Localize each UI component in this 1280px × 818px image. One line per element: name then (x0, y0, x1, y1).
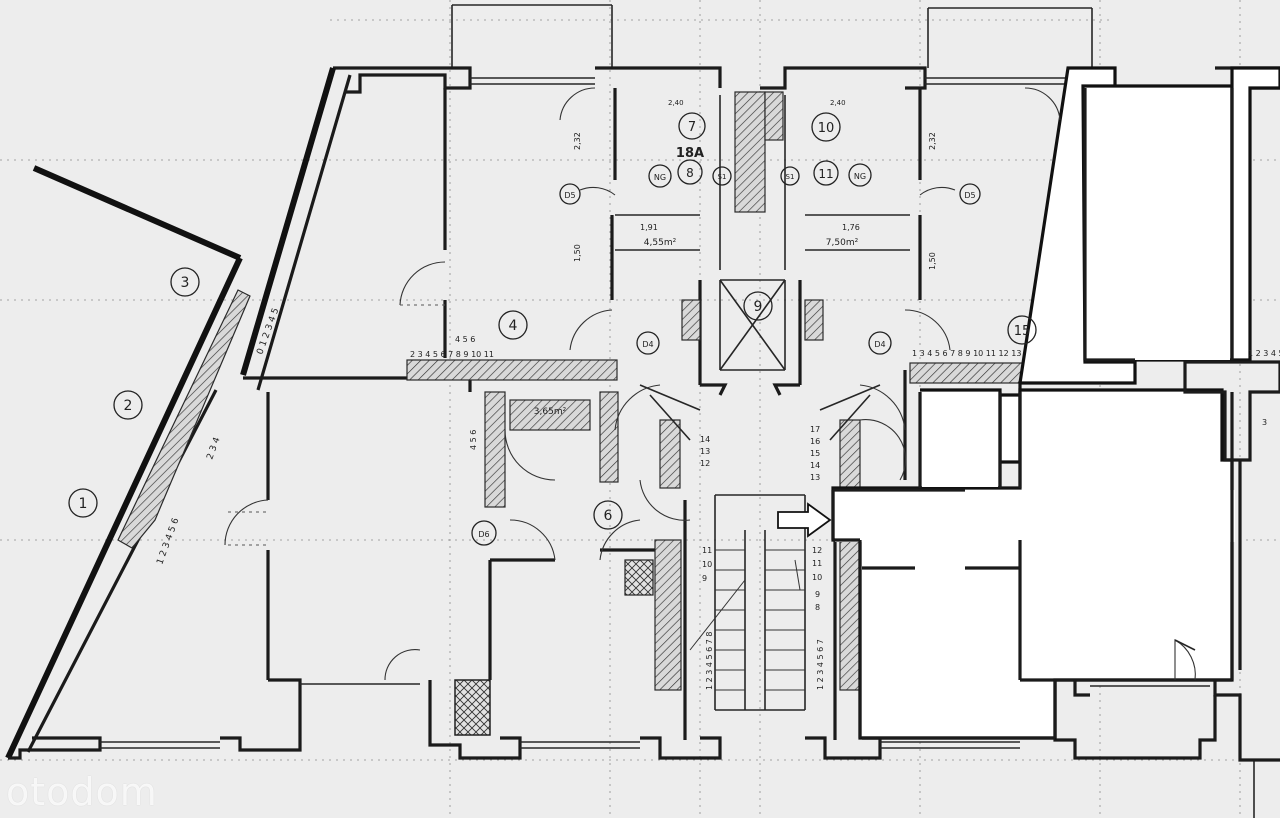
facade-hatched-strip (117, 289, 251, 549)
tag-d6: D6 (478, 530, 489, 539)
dim-240-left: 2,40 (668, 99, 684, 107)
area-left: 4,55m² (644, 238, 677, 248)
dim-232-right: 2,32 (928, 132, 937, 150)
dim-232-left: 2,32 (573, 132, 582, 150)
highlighted-apartment (831, 66, 1280, 740)
door-swings (224, 87, 1061, 681)
dim-150-left: 1,50 (573, 244, 582, 262)
stair-low-left: 1 2 3 4 5 6 7 8 (705, 631, 714, 690)
stair-r10: 10 (812, 573, 822, 582)
stair-12: 12 (700, 459, 710, 468)
room-6-label: 6 (604, 508, 613, 524)
exterior-walls (5, 66, 1280, 762)
tag-d4-right: D4 (874, 340, 885, 349)
staircase (639, 384, 881, 740)
tag-d5-left: D5 (564, 191, 575, 200)
seq-wall4-top: 4 5 6 (455, 335, 475, 344)
seq-side-left: 4 5 6 (469, 430, 478, 450)
stair-r12: 12 (812, 546, 822, 555)
stair-17: 17 (810, 425, 820, 434)
tag-s1-left: S1 (718, 173, 727, 181)
stair-low-right: 1 2 3 4 5 6 7 (816, 639, 825, 690)
dim-176: 1,76 (842, 223, 860, 232)
room-10-label: 10 (818, 121, 835, 136)
room-1-label: 1 (79, 496, 88, 512)
area-right: 7,50m² (826, 238, 859, 248)
stair-15: 15 (810, 449, 820, 458)
stair-l10: 10 (702, 560, 712, 569)
tag-ng-right: NG (854, 172, 866, 181)
tag-ng-left: NG (654, 173, 666, 182)
seq-diag-mid: 2 3 4 (205, 436, 222, 461)
room-2-label: 2 (124, 398, 133, 414)
room-number-bubbles (68, 112, 1037, 546)
stair-l9: 9 (702, 574, 707, 583)
stair-13b: 13 (810, 473, 820, 482)
stair-13: 13 (700, 447, 710, 456)
stair-l11: 11 (702, 546, 712, 555)
watermark-logo: otodom (6, 770, 158, 814)
tag-s1-right: S1 (786, 173, 795, 181)
tag-d4-left: D4 (642, 340, 653, 349)
stair-r8: 8 (815, 603, 820, 612)
room-15-label: 15 (1014, 324, 1031, 339)
stair-16: 16 (810, 437, 820, 446)
dim-240-right: 2,40 (830, 99, 846, 107)
dim-150-right: 1,50 (928, 252, 937, 270)
room-7-label: 7 (688, 120, 696, 135)
room-11-label: 11 (818, 167, 833, 181)
stair-r11: 11 (812, 559, 822, 568)
unit-label: 18A (676, 146, 704, 161)
area-center: 3,65m² (534, 407, 567, 417)
dim-191: 1,91 (640, 223, 658, 232)
seq-wall4: 2 3 4 5 6 7 8 9 10 11 (410, 350, 494, 359)
room-3-label: 3 (181, 275, 190, 291)
room-8-label: 8 (686, 166, 694, 180)
seq-right-edge: 3 (1262, 418, 1267, 427)
seq-diag-lower: 1 2 3 4 5 6 (155, 517, 181, 566)
seq-wall15: 1 3 4 5 6 7 8 9 10 11 12 13 (912, 349, 1021, 358)
stair-r9: 9 (815, 590, 820, 599)
stair-14b: 14 (810, 461, 820, 470)
entrance-arrow (777, 502, 832, 538)
tag-d5-right: D5 (964, 191, 975, 200)
seq-wall15-edge: 1 2 3 4 5 6 7 (1248, 349, 1280, 358)
stair-14: 14 (700, 435, 710, 444)
room-4-label: 4 (509, 318, 518, 334)
room-9-label: 9 (754, 299, 763, 315)
